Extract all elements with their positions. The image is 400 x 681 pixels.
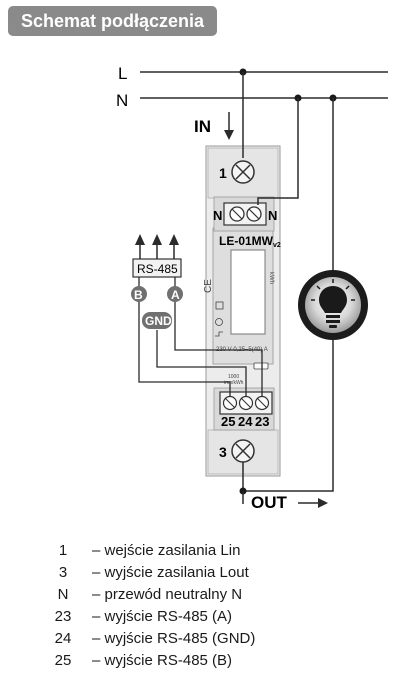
lcd-display — [230, 249, 266, 335]
test-pulse-icon — [215, 331, 223, 337]
terminal-25-label: 25 — [221, 414, 235, 429]
terminal-n-right-label: N — [268, 208, 277, 223]
badge-gnd-label: GND — [145, 314, 172, 328]
terminal-24-label: 24 — [238, 414, 253, 429]
wire-rs485-gnd — [156, 330, 247, 397]
legend-row: 1 – wejście zasilania Lin — [0, 542, 400, 564]
n-screw-left — [229, 206, 245, 222]
wire-n-to-device — [257, 98, 299, 205]
lamp-bulb-icon — [298, 270, 368, 340]
wire-out — [242, 340, 334, 492]
legend-num: 23 — [54, 608, 72, 625]
legend-desc: – wejście zasilania Lin — [92, 542, 241, 559]
ce-mark: CE — [203, 279, 214, 293]
legend-row: N – przewód neutralny N — [0, 586, 400, 608]
model-label: LE-01MWv2 — [219, 234, 281, 249]
legend-num: 25 — [54, 652, 72, 669]
imp-unit: imp/kWh — [224, 380, 244, 386]
certification-square-icon — [215, 301, 224, 310]
terminal-1-label: 1 — [219, 165, 227, 181]
rs485-arrow-left-icon — [135, 234, 145, 259]
kwh-label: kWh — [268, 272, 274, 284]
in-arrow — [224, 112, 234, 140]
legend-row: 24 – wyjście RS-485 (GND) — [0, 630, 400, 652]
terminal-n-left-label: N — [213, 208, 222, 223]
screw-24 — [238, 395, 254, 411]
legend-row: 23 – wyjście RS-485 (A) — [0, 608, 400, 630]
wire-rs485-b — [138, 300, 231, 397]
pulse-led-icon — [253, 362, 269, 370]
badge-a — [167, 286, 183, 302]
legend-num: 1 — [58, 542, 68, 559]
rs485-arrow-mid-icon — [152, 234, 162, 259]
out-arrow — [298, 498, 328, 508]
badge-b-label: B — [134, 288, 143, 302]
terminal-23-label: 23 — [255, 414, 269, 429]
line-n-label: N — [116, 91, 128, 110]
in-label: IN — [194, 117, 211, 136]
out-label: OUT — [251, 493, 288, 512]
badge-gnd — [142, 312, 172, 329]
terminal-3-screw — [231, 439, 255, 463]
screw-23 — [254, 395, 270, 411]
terminal-3-label: 3 — [219, 444, 227, 460]
legend-desc: – wyjście RS-485 (A) — [92, 608, 233, 625]
page-title: Schemat podłączenia — [20, 11, 205, 31]
legend-desc: – wyjście zasilania Lout — [92, 564, 249, 581]
led-indicator-icon — [215, 318, 223, 326]
imp-value: 1000 — [228, 374, 239, 380]
legend-num: 3 — [58, 564, 68, 581]
legend-num: N — [57, 586, 69, 603]
legend-row: 25 – wyjście RS-485 (B) — [0, 652, 400, 674]
legend-num: 24 — [54, 630, 72, 647]
legend-desc: – przewód neutralny N — [92, 586, 243, 603]
screw-25 — [222, 395, 238, 411]
wire-rs485-a — [174, 300, 263, 397]
rs485-box-label: RS-485 — [137, 262, 178, 276]
header-banner: Schemat podłączenia — [8, 6, 217, 36]
rs485-arrow-right-icon — [169, 234, 179, 259]
legend-desc: – wyjście RS-485 (GND) — [92, 630, 256, 647]
badge-a-label: A — [171, 288, 180, 302]
n-screw-right — [246, 206, 262, 222]
terminal-1-screw — [231, 160, 255, 184]
line-l-label: L — [118, 64, 127, 83]
legend-desc: – wyjście RS-485 (B) — [92, 652, 233, 669]
legend: 1 – wejście zasilania Lin 3 – wyjście za… — [0, 536, 400, 676]
badge-b — [131, 286, 147, 302]
legend-row: 3 – wyjście zasilania Lout — [0, 564, 400, 586]
